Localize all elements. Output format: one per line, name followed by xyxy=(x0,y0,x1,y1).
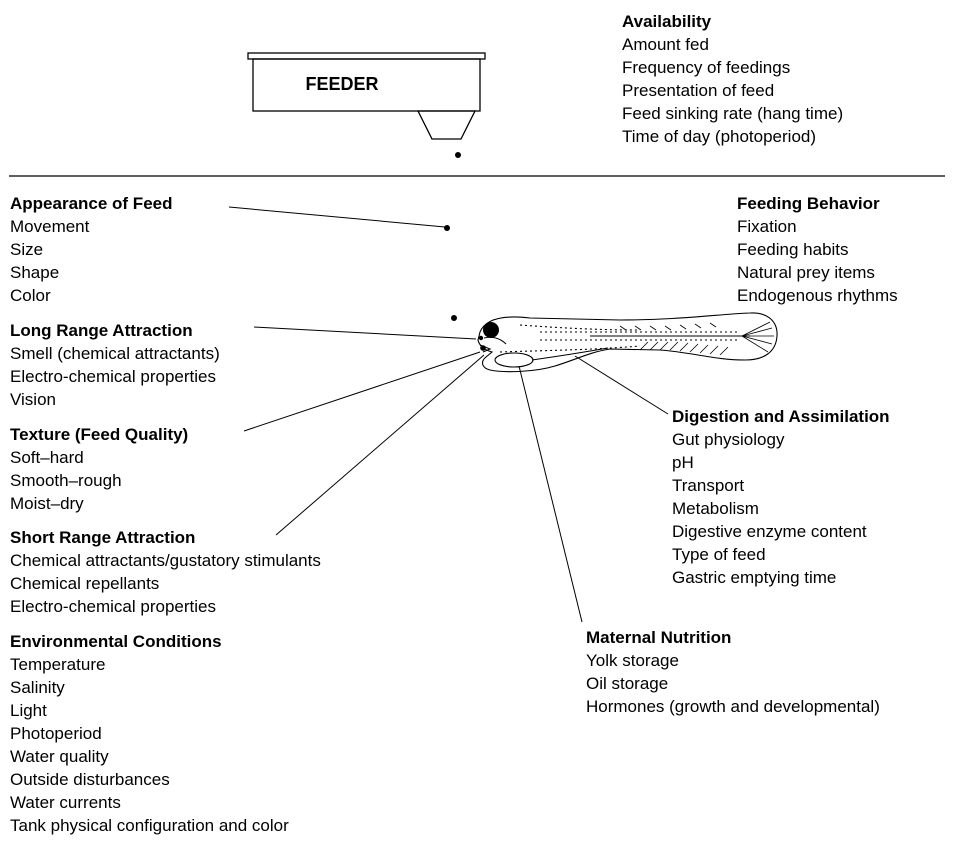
digestion-item: Gastric emptying time xyxy=(672,568,837,587)
larva-body-outline xyxy=(477,312,778,373)
availability-item: Feed sinking rate (hang time) xyxy=(622,104,844,123)
feeder-lid xyxy=(247,52,486,60)
larva-notochord xyxy=(540,331,740,341)
feed-pellet xyxy=(444,225,450,231)
feeding-behavior-title: Feeding Behavior xyxy=(737,194,880,213)
digestion-item: pH xyxy=(672,453,694,472)
availability-item: Frequency of feedings xyxy=(622,58,791,77)
fish-larva-illustration xyxy=(477,312,778,373)
appearance-title: Appearance of Feed xyxy=(10,194,173,213)
feeding-behavior-item: Fixation xyxy=(737,217,797,236)
digestion-item: Gut physiology xyxy=(672,430,785,449)
larva-nostril xyxy=(478,335,484,341)
availability-title: Availability xyxy=(622,12,712,31)
larva-eye xyxy=(483,322,499,338)
short-range-item: Electro-chemical properties xyxy=(10,597,216,616)
appearance-item: Size xyxy=(10,240,44,259)
long-range-block: Long Range Attraction Smell (chemical at… xyxy=(10,319,220,411)
environment-item: Light xyxy=(10,701,47,720)
environment-item: Water currents xyxy=(10,793,121,812)
larva-tail-fin-rays xyxy=(741,321,774,353)
short-range-title: Short Range Attraction xyxy=(10,528,196,547)
larva-mouth-dot xyxy=(480,345,486,351)
texture-item: Moist–dry xyxy=(10,494,84,513)
maternal-title: Maternal Nutrition xyxy=(586,628,732,647)
environment-block: Environmental Conditions Temperature Sal… xyxy=(10,630,289,837)
larva-gut xyxy=(531,347,609,361)
leader-short-range xyxy=(275,354,485,536)
feeder-label: FEEDER xyxy=(305,74,379,94)
short-range-item: Chemical repellants xyxy=(10,574,160,593)
texture-title: Texture (Feed Quality) xyxy=(10,425,189,444)
feed-pellet xyxy=(455,152,461,158)
short-range-block: Short Range Attraction Chemical attracta… xyxy=(10,526,321,618)
leader-maternal xyxy=(518,365,583,623)
environment-item: Temperature xyxy=(10,655,106,674)
feeder-spout xyxy=(416,110,477,140)
digestion-item: Digestive enzyme content xyxy=(672,522,867,541)
short-range-item: Chemical attractants/gustatory stimulant… xyxy=(10,551,321,570)
texture-item: Soft–hard xyxy=(10,448,84,467)
environment-title: Environmental Conditions xyxy=(10,632,222,651)
long-range-item: Smell (chemical attractants) xyxy=(10,344,220,363)
maternal-block: Maternal Nutrition Yolk storage Oil stor… xyxy=(586,626,880,718)
digestion-title: Digestion and Assimilation xyxy=(672,407,890,426)
larva-fin-fold xyxy=(499,324,641,353)
texture-item: Smooth–rough xyxy=(10,471,122,490)
feeding-behavior-item: Endogenous rhythms xyxy=(737,286,898,305)
digestion-item: Transport xyxy=(672,476,745,495)
appearance-item: Movement xyxy=(10,217,90,236)
digestion-item: Type of feed xyxy=(672,545,766,564)
long-range-item: Vision xyxy=(10,390,56,409)
availability-item: Amount fed xyxy=(622,35,709,54)
availability-item: Time of day (photoperiod) xyxy=(622,127,817,146)
feed-pellet xyxy=(451,315,457,321)
leader-digestion xyxy=(574,355,669,415)
maternal-item: Oil storage xyxy=(586,674,669,693)
long-range-title: Long Range Attraction xyxy=(10,321,193,340)
larva-myomeres xyxy=(619,322,729,356)
texture-block: Texture (Feed Quality) Soft–hard Smooth–… xyxy=(10,423,188,515)
digestion-block: Digestion and Assimilation Gut physiolog… xyxy=(672,405,890,589)
long-range-item: Electro-chemical properties xyxy=(10,367,216,386)
availability-block: Availability Amount fed Frequency of fee… xyxy=(622,10,843,148)
leader-lines xyxy=(228,206,669,623)
environment-item: Tank physical configuration and color xyxy=(10,816,289,835)
feeder-hopper xyxy=(252,58,481,112)
availability-item: Presentation of feed xyxy=(622,81,775,100)
leader-texture xyxy=(243,351,481,432)
maternal-item: Yolk storage xyxy=(586,651,679,670)
larva-head-contour xyxy=(483,336,507,345)
appearance-item: Shape xyxy=(10,263,60,282)
feeder-illustration xyxy=(247,52,486,140)
appearance-item: Color xyxy=(10,286,51,305)
environment-item: Salinity xyxy=(10,678,65,697)
digestion-item: Metabolism xyxy=(672,499,759,518)
feeding-behavior-item: Natural prey items xyxy=(737,263,875,282)
larva-yolk-sac xyxy=(494,352,534,368)
environment-item: Water quality xyxy=(10,747,109,766)
maternal-item: Hormones (growth and developmental) xyxy=(586,697,880,716)
feeding-behavior-block: Feeding Behavior Fixation Feeding habits… xyxy=(737,192,898,307)
leader-appearance xyxy=(228,206,446,228)
environment-item: Photoperiod xyxy=(10,724,102,743)
environment-item: Outside disturbances xyxy=(10,770,170,789)
appearance-block: Appearance of Feed Movement Size Shape C… xyxy=(10,192,173,307)
leader-long-range xyxy=(253,326,477,340)
feeding-behavior-item: Feeding habits xyxy=(737,240,849,259)
